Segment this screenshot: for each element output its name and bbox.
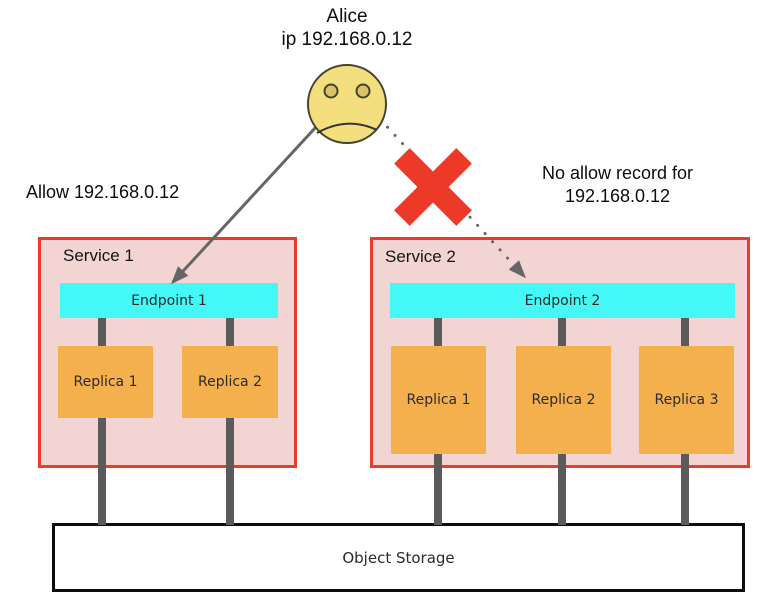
face-eye-left (323, 83, 339, 99)
face-circle (307, 64, 387, 144)
x-mark-bar (394, 148, 472, 226)
object-storage-box: Object Storage (52, 523, 745, 592)
service-2-replica-1: Replica 1 (391, 346, 486, 454)
service-1-replica-2: Replica 2 (182, 346, 278, 418)
actor-name-label: Alice (326, 6, 368, 27)
actor-ip-label: ip 192.168.0.12 (281, 29, 413, 50)
service-1-endpoint: Endpoint 1 (60, 283, 278, 318)
face-frown-mouth (316, 122, 378, 134)
service-2-label: Service 2 (385, 247, 456, 266)
face-eye-right (355, 83, 371, 99)
service-2-endpoint: Endpoint 2 (390, 283, 735, 318)
x-mark-icon (394, 148, 472, 226)
x-mark-bar (394, 148, 472, 226)
deny-annotation-line1: No allow record for (541, 163, 694, 183)
service-2-replica-2: Replica 2 (516, 346, 611, 454)
allow-annotation: Allow 192.168.0.12 (26, 182, 180, 202)
service-1-label: Service 1 (63, 246, 134, 265)
service-2-replica-3: Replica 3 (639, 346, 734, 454)
service-1-replica-1: Replica 1 (58, 346, 153, 418)
deny-annotation-line2: 192.168.0.12 (564, 186, 671, 207)
deny-annotation: No allow record for 192.168.0.12 (515, 162, 720, 209)
alice-face-icon (307, 64, 387, 144)
